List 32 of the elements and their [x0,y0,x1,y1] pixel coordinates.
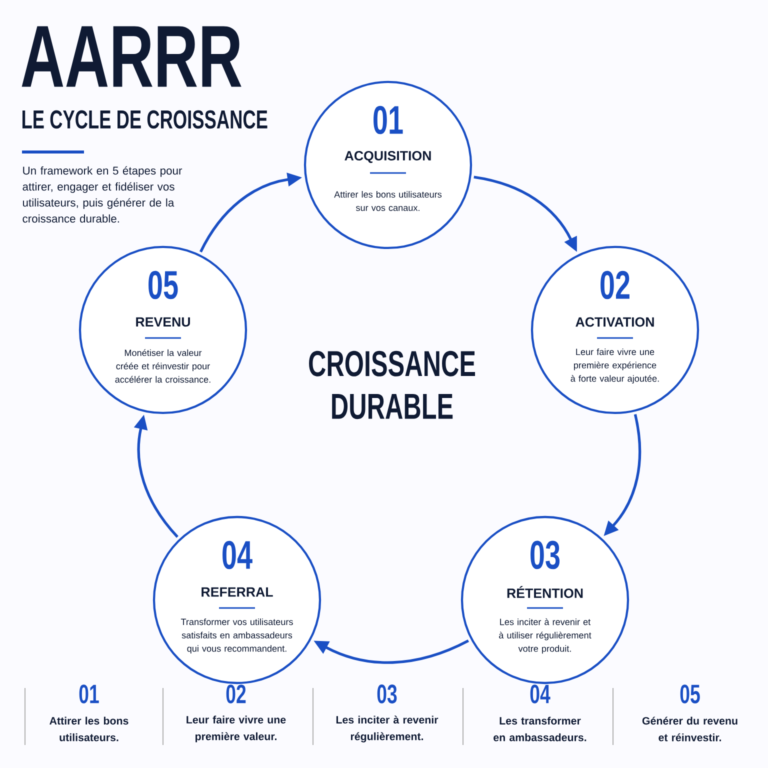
center-heading: CROISSANCE DURABLE [309,350,476,420]
step-summary: Les inciter à revenir régulièrement. [336,716,438,742]
step-number: 05 [148,270,178,300]
step-summary: Générer du revenu et réinvestir. [642,716,738,742]
step-description: Attirer les bons utilisateurs sur vos canaux. [334,191,442,211]
step-title: ACQUISITION [344,151,431,163]
step-number: 01 [374,106,403,134]
step-number: 03 [377,684,397,704]
step-title: ACTIVATION [576,317,654,327]
step-title: REFERRAL [202,587,273,597]
step-number: 04 [222,540,252,570]
description: Un framework en 5 étapes pour attirer, engager et fidéliser vos utilisateurs, puis générer de la croissance durable. [22,166,182,223]
step-description: Leur faire vivre une première expérience à forte valeur ajoutée. [570,348,659,384]
step-title: RÉTENTION [507,586,583,598]
step-summary: Les transformer en ambassadeurs. [494,716,586,742]
step-description: Les inciter à revenir et à utiliser régulièrement votre produit. [499,618,592,654]
step-number: 05 [680,684,700,704]
step-number: 01 [79,684,99,704]
step-circle [530,246,700,414]
step-circle [304,80,472,250]
step-description: Transformer vos utilisateurs satisfaits en ambassadeurs qui vous recommandent. [180,618,293,654]
title: AARRR [22,26,242,87]
step-description: Monétiser la valeur créée et réinvestir pour accélérer la croissance. [115,349,210,383]
step-circle [78,246,248,414]
step-summary: Leur faire vivre une première valeur. [186,716,286,742]
step-number: 03 [530,540,560,570]
step-number: 02 [600,270,630,300]
step-summary: Attirer les bons utilisateurs. [50,716,128,742]
step-circle [460,516,630,684]
step-title: REVENU [136,317,190,327]
subtitle: LE CYCLE DE CROISSANCE [22,110,268,129]
step-circle [152,516,322,684]
